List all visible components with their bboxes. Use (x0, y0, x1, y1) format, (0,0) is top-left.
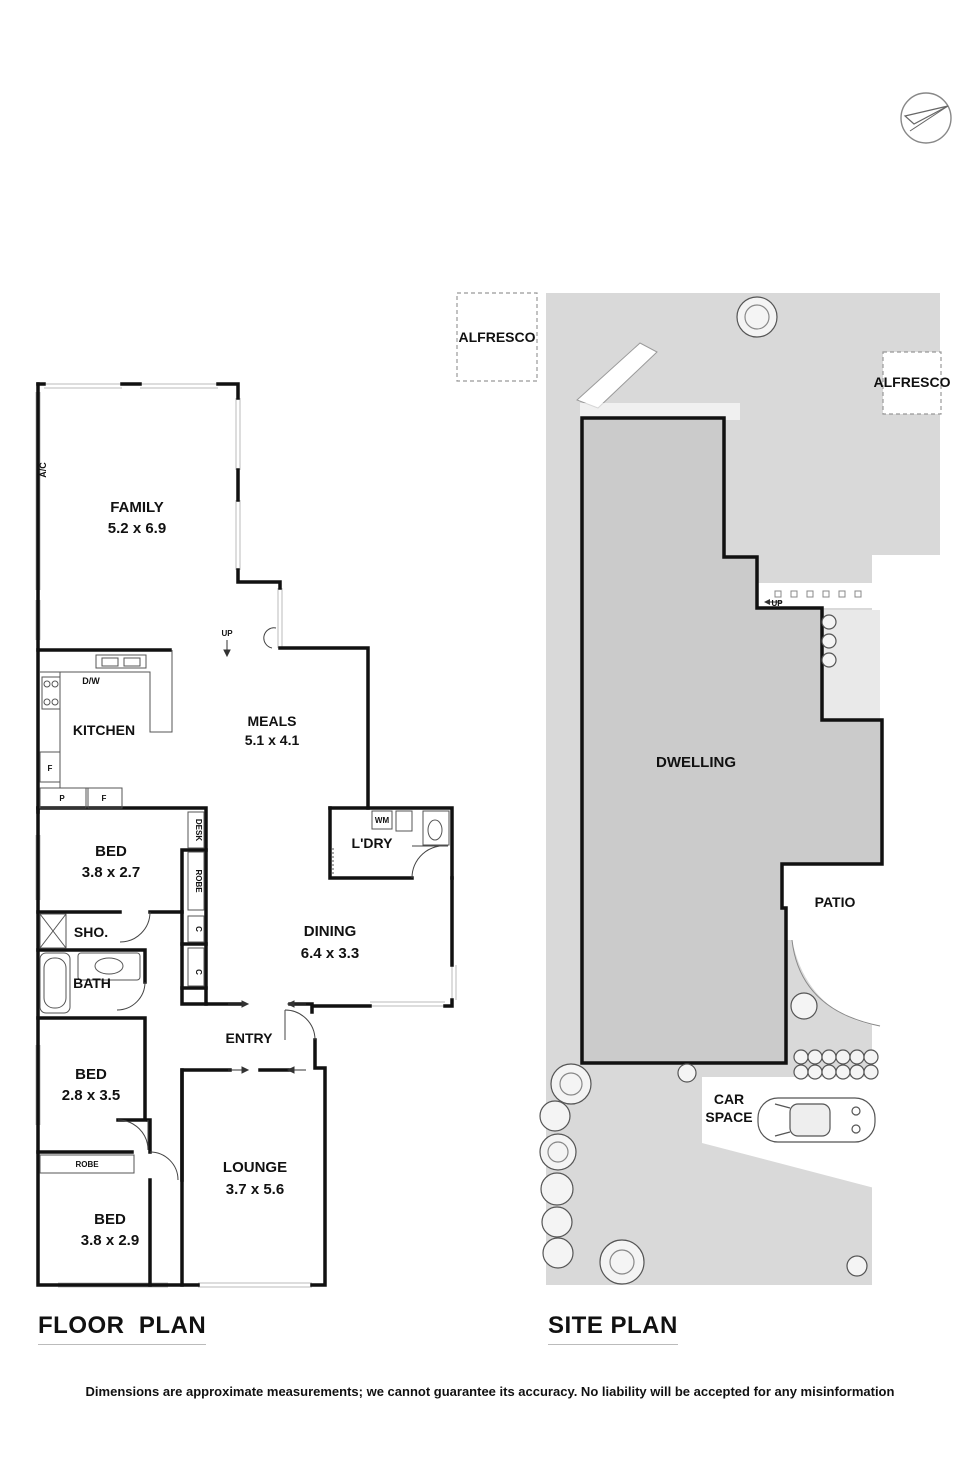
washer-label: WM (375, 816, 390, 825)
site-up-label: UP (771, 599, 783, 608)
entry-label: ENTRY (226, 1030, 274, 1046)
robe-label-2: ROBE (75, 1160, 99, 1169)
meals-room-name: MEALS (248, 713, 297, 729)
up-label: UP (221, 629, 233, 638)
shower-label: SHO. (74, 924, 108, 940)
opening-arrows (223, 640, 306, 1074)
car-icon (757, 1097, 876, 1143)
dishwasher-label: D/W (82, 676, 100, 686)
robe-label-1: ROBE (194, 869, 203, 893)
dining-room-size: 6.4 x 3.3 (301, 945, 359, 962)
floor-plan: FAMILY 5.2 x 6.9 A/C UP D/W KITCHEN MEAL… (35, 382, 457, 1288)
lounge-room-size: 3.7 x 5.6 (226, 1181, 284, 1198)
car-space-label-2: SPACE (705, 1109, 752, 1125)
walls (36, 382, 454, 1287)
bath-label: BATH (73, 975, 111, 991)
laundry-label: L'DRY (352, 835, 394, 851)
dwelling-label: DWELLING (656, 754, 736, 771)
bed2-room-size: 2.8 x 3.5 (62, 1087, 120, 1104)
family-room-name: FAMILY (110, 499, 164, 516)
bed1-room-name: BED (95, 843, 127, 860)
floor-plan-title: FLOOR PLAN (38, 1312, 207, 1345)
windows (35, 383, 457, 1288)
ac-label: A/C (38, 462, 48, 478)
alfresco-box-left (456, 292, 538, 382)
cupboard-label-2: C (194, 969, 203, 975)
door-swings (116, 627, 449, 1181)
family-room-size: 5.2 x 6.9 (108, 520, 166, 537)
bed2-room-name: BED (75, 1066, 107, 1083)
alfresco-left-label: ALFRESCO (459, 329, 536, 345)
site-plan: ALFRESCO ALFRESCO DWELLING PATIO CAR SPA… (456, 292, 951, 1285)
patio-area (782, 864, 882, 1027)
bed3-room-name: BED (94, 1211, 126, 1228)
step-markers (774, 590, 862, 598)
kitchen-label: KITCHEN (73, 722, 135, 738)
bed1-room-size: 3.8 x 2.7 (82, 864, 140, 881)
fridge-label-1: F (48, 764, 53, 773)
meals-room-size: 5.1 x 4.1 (245, 732, 300, 748)
alfresco-right-label: ALFRESCO (874, 374, 951, 390)
disclaimer-text: Dimensions are approximate measurements;… (85, 1384, 895, 1399)
site-plan-title: SITE PLAN (548, 1312, 678, 1345)
bathroom-fixtures (39, 810, 450, 1014)
built-ins (39, 811, 205, 1174)
lounge-room-name: LOUNGE (223, 1159, 287, 1176)
alfresco-box-right (882, 351, 942, 415)
car-space-label-1: CAR (714, 1091, 744, 1107)
pantry-label: P (59, 794, 65, 803)
driveway (872, 555, 940, 1285)
patio-label: PATIO (815, 894, 856, 910)
fridge-label-2: F (102, 794, 107, 803)
compass-icon (900, 92, 952, 144)
bed3-room-size: 3.8 x 2.9 (81, 1232, 139, 1249)
site-side-strip (872, 293, 940, 555)
kitchen-fixtures (39, 650, 173, 809)
dining-room-name: DINING (304, 923, 357, 940)
cupboard-label-1: C (194, 926, 203, 932)
dwelling-outline (580, 416, 884, 1065)
tree-icon (539, 296, 879, 1285)
desk-label: DESK (194, 819, 203, 841)
